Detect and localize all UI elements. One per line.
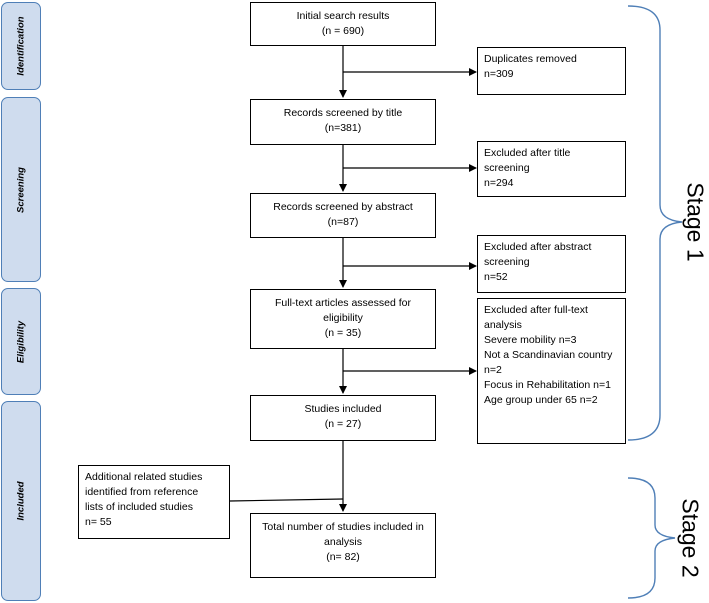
total-included-box: Total number of studies included in anal… bbox=[250, 513, 436, 578]
excluded-age-group: Age group under 65 n=2 bbox=[484, 394, 598, 406]
line-additional-to-main bbox=[229, 498, 344, 502]
excluded-fulltext-box: Excluded after full-text analysis Severe… bbox=[477, 298, 626, 444]
initial-search-title: Initial search results bbox=[296, 10, 390, 22]
total-included-count: (n= 82) bbox=[326, 551, 360, 563]
excluded-not-scandinavian-count: n=2 bbox=[484, 364, 502, 376]
additional-line3: lists of included studies bbox=[85, 501, 193, 513]
screened-title-label: Records screened by title bbox=[283, 107, 403, 119]
excluded-title-count: n=294 bbox=[484, 177, 514, 189]
excluded-title-line2: screening bbox=[484, 162, 530, 174]
studies-included-count: (n = 27) bbox=[324, 418, 362, 430]
additional-count: n= 55 bbox=[85, 516, 112, 528]
excluded-abstract-count: n=52 bbox=[484, 271, 508, 283]
excluded-abstract-box: Excluded after abstract screening n=52 bbox=[477, 235, 626, 293]
initial-search-count: (n = 690) bbox=[321, 25, 365, 37]
excluded-not-scandinavian: Not a Scandinavian country bbox=[484, 349, 613, 361]
screened-abstract-label: Records screened by abstract bbox=[273, 201, 413, 213]
stage2-brace bbox=[627, 477, 676, 599]
stage1-brace bbox=[627, 5, 683, 441]
studies-included-box: Studies included (n = 27) bbox=[250, 395, 436, 441]
duplicates-count: n=309 bbox=[484, 68, 514, 80]
additional-line1: Additional related studies bbox=[85, 471, 203, 483]
initial-search-box: Initial search results (n = 690) bbox=[250, 2, 436, 46]
stage1-label: Stage 1 bbox=[682, 182, 709, 262]
stage2-label: Stage 2 bbox=[677, 498, 704, 578]
excluded-fulltext-line2: analysis bbox=[484, 319, 522, 331]
excluded-title-line1: Excluded after title bbox=[484, 147, 571, 159]
full-text-box: Full-text articles assessed for eligibil… bbox=[250, 289, 436, 349]
additional-studies-box: Additional related studies identified fr… bbox=[78, 465, 230, 539]
full-text-line2: eligibility bbox=[323, 312, 363, 324]
additional-line2: identified from reference bbox=[85, 486, 199, 498]
total-included-line1: Total number of studies included in bbox=[262, 521, 424, 533]
excluded-severe-mobility: Severe mobility n=3 bbox=[484, 334, 577, 346]
phase-identification: Identification bbox=[1, 2, 41, 90]
full-text-count: (n = 35) bbox=[324, 327, 362, 339]
phase-included: Included bbox=[1, 401, 41, 601]
excluded-abstract-line2: screening bbox=[484, 256, 530, 268]
screened-abstract-count: (n=87) bbox=[327, 216, 359, 228]
excluded-abstract-line1: Excluded after abstract bbox=[484, 241, 592, 253]
excluded-rehabilitation: Focus in Rehabilitation n=1 bbox=[484, 379, 611, 391]
screened-title-count: (n=381) bbox=[324, 122, 362, 134]
total-included-line2: analysis bbox=[324, 536, 362, 548]
screened-title-box: Records screened by title (n=381) bbox=[250, 99, 436, 145]
full-text-line1: Full-text articles assessed for bbox=[275, 297, 411, 309]
screened-abstract-box: Records screened by abstract (n=87) bbox=[250, 193, 436, 238]
phase-eligibility: Eligibility bbox=[1, 288, 41, 395]
phase-screening: Screening bbox=[1, 97, 41, 282]
excluded-title-box: Excluded after title screening n=294 bbox=[477, 141, 626, 197]
excluded-fulltext-line1: Excluded after full-text bbox=[484, 304, 588, 316]
duplicates-removed-box: Duplicates removed n=309 bbox=[477, 47, 626, 95]
duplicates-title: Duplicates removed bbox=[484, 53, 577, 65]
studies-included-label: Studies included bbox=[304, 403, 382, 415]
